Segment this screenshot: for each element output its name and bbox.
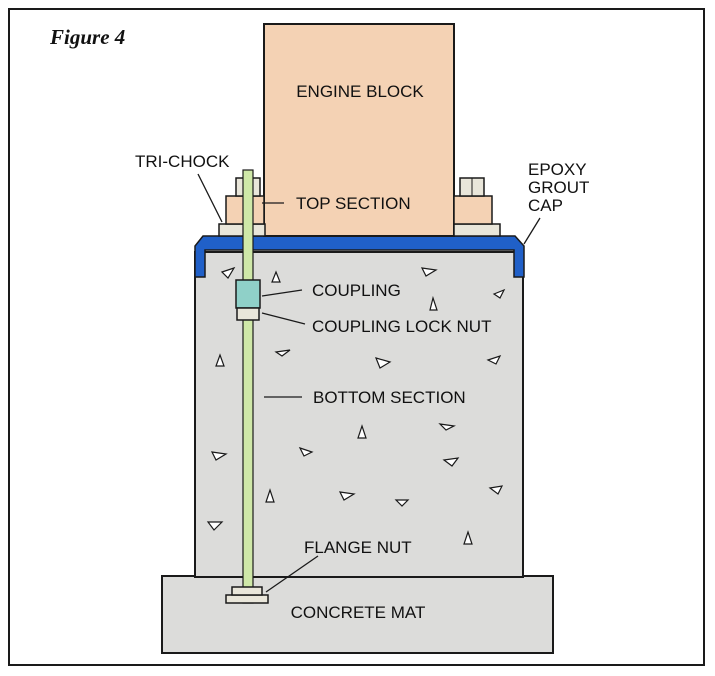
coupling-label: COUPLING <box>312 281 401 300</box>
epoxy-grout-cap <box>194 235 525 278</box>
epoxy-label-line2: GROUT <box>528 178 589 197</box>
leader-epoxy-cap <box>523 217 541 245</box>
right-foot-flange <box>453 195 493 225</box>
leader-flange-nut <box>265 555 319 593</box>
flange-nut-label: FLANGE NUT <box>304 538 412 557</box>
coupling-lock-nut <box>236 307 260 321</box>
engine-block <box>263 23 455 237</box>
leader-coupling <box>261 289 303 297</box>
leader-tri-chock <box>197 173 223 223</box>
figure-label: Figure 4 <box>49 25 125 49</box>
concrete-mat <box>161 575 554 654</box>
aggregate-specks <box>206 266 506 545</box>
epoxy-label-line3: CAP <box>528 196 563 215</box>
bottom-section-label: BOTTOM SECTION <box>313 388 466 407</box>
top-section-label: TOP SECTION <box>296 194 411 213</box>
right-chock-plate <box>453 223 501 237</box>
bolt-top-section <box>242 169 254 291</box>
left-chock-plate <box>218 223 266 237</box>
engine-block-label: ENGINE BLOCK <box>296 82 424 101</box>
concrete-mat-label: CONCRETE MAT <box>291 603 426 622</box>
epoxy-label-line1: EPOXY <box>528 160 587 179</box>
flange-nut-body <box>231 586 263 596</box>
tri-chock-label: TRI-CHOCK <box>135 152 230 171</box>
coupling <box>235 279 261 309</box>
coupling-lock-nut-label: COUPLING LOCK NUT <box>312 317 491 336</box>
flange-nut <box>225 594 269 604</box>
leader-coupling-lock-nut <box>261 312 306 325</box>
bolt-bottom-section <box>242 317 254 604</box>
